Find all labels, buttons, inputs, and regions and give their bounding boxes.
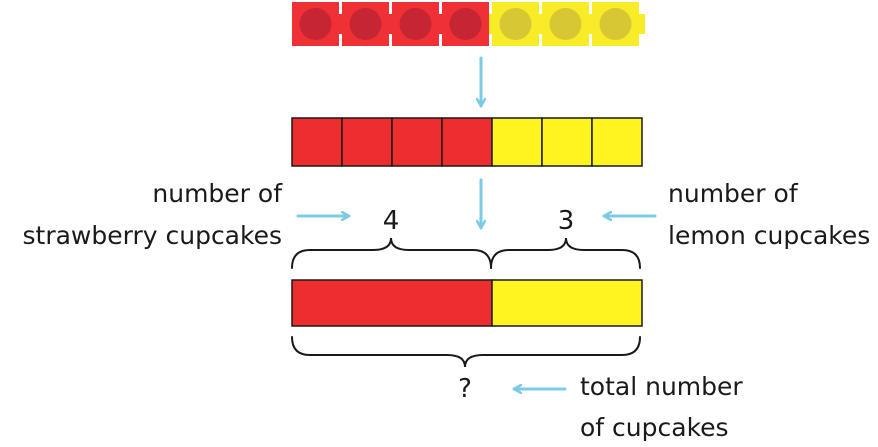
lemon-unit <box>491 117 543 167</box>
cube-dot <box>599 8 632 40</box>
cube-connector <box>439 14 442 34</box>
cube-connector <box>489 14 492 34</box>
cube-dot <box>499 8 532 40</box>
cube-connector <box>539 14 542 34</box>
total-unknown: ? <box>458 374 472 404</box>
strawberry-unit <box>391 117 443 167</box>
cube-nub <box>639 14 645 34</box>
cube-dot <box>349 8 382 40</box>
lemon-label-line1: number of <box>668 179 799 208</box>
strawberry-unit <box>291 117 343 167</box>
strawberry-label-line2: strawberry cupcakes <box>23 221 283 250</box>
unit-tape <box>291 117 643 167</box>
cube-dot <box>299 8 332 40</box>
lemon-brace <box>490 237 641 269</box>
strawberry-label-line1: number of <box>152 179 283 208</box>
total-label-line1: total number <box>580 372 743 401</box>
tape-bar <box>291 279 643 327</box>
lemon-count: 3 <box>558 206 575 236</box>
cube-connector <box>339 14 342 34</box>
strawberry-brace <box>291 237 492 269</box>
cube-dot <box>549 8 582 40</box>
cube-connector <box>589 14 592 34</box>
total-label-line2: of cupcakes <box>580 413 729 442</box>
strawberry-unit <box>441 117 493 167</box>
lemon-unit <box>591 117 643 167</box>
linking-cubes <box>292 2 645 46</box>
lemon-unit <box>541 117 593 167</box>
cube-dot <box>399 8 432 40</box>
strawberry-segment <box>291 279 493 327</box>
strawberry-unit <box>341 117 393 167</box>
lemon-label-line2: lemon cupcakes <box>668 221 870 250</box>
total-brace <box>291 336 641 368</box>
cube-connector <box>389 14 392 34</box>
strawberry-count: 4 <box>383 206 400 236</box>
lemon-segment <box>491 279 643 327</box>
cube-dot <box>449 8 482 40</box>
